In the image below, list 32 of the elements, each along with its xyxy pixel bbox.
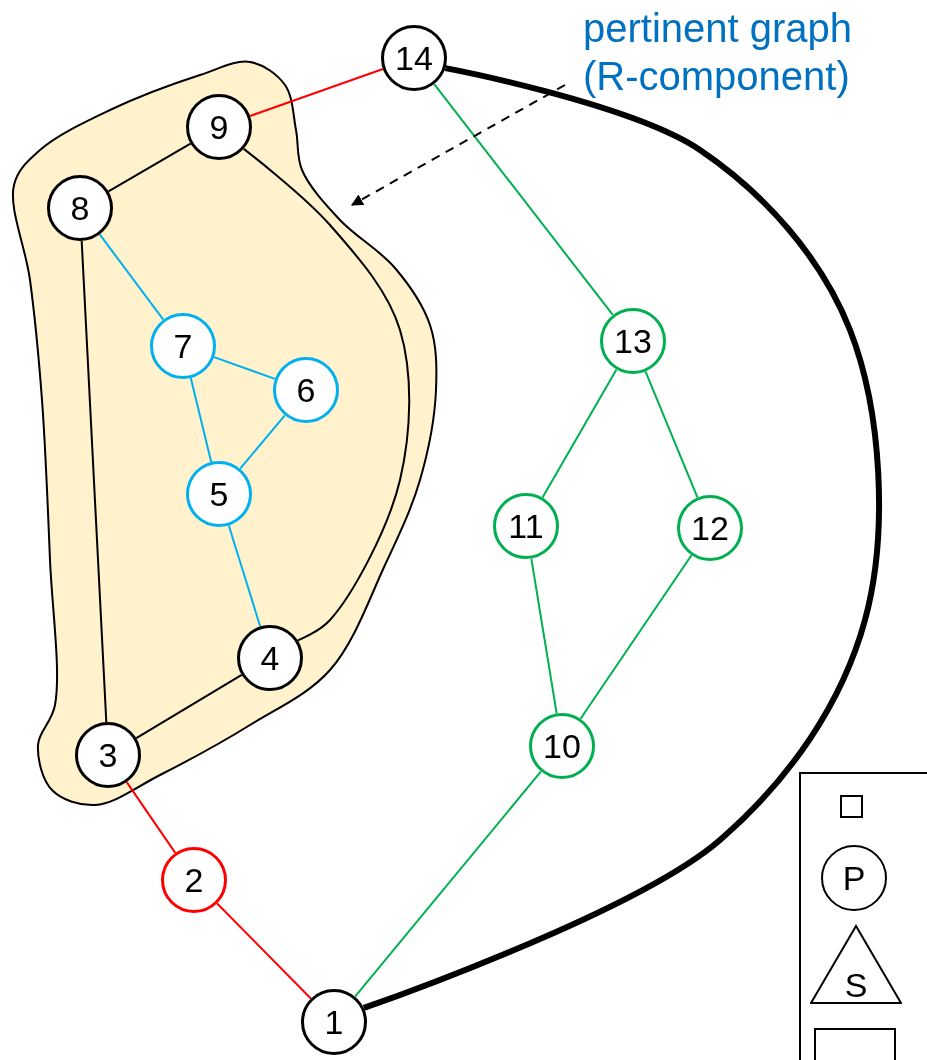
legend-panel <box>799 772 927 1060</box>
edge-line <box>125 781 177 854</box>
edge-line <box>242 147 411 642</box>
edge-line <box>213 356 276 380</box>
edge-line <box>239 414 286 470</box>
graph-node: 10 <box>529 713 595 779</box>
thick-edge <box>362 65 882 1011</box>
edge-line <box>433 83 614 316</box>
edge-line <box>249 68 384 117</box>
edge-line <box>227 524 262 628</box>
edge-line <box>135 673 243 740</box>
edge-line <box>579 554 693 720</box>
edge-line <box>107 142 192 193</box>
square-symbol <box>840 795 863 818</box>
graph-node: 1 <box>301 989 367 1055</box>
edge-line <box>80 239 108 724</box>
dashed-arrow <box>350 84 566 206</box>
edge-line <box>189 377 213 463</box>
edge-line <box>644 370 699 499</box>
graph-node: 13 <box>600 308 666 374</box>
graph-node: 11 <box>493 493 559 559</box>
graph-node: 2 <box>161 847 227 913</box>
annotation-text: pertinent graph (R-component) <box>583 4 908 120</box>
triangle-symbol: S <box>810 924 902 1004</box>
edge-line <box>354 770 542 998</box>
edge-line <box>541 368 618 499</box>
edge-line <box>216 902 312 1000</box>
graph-node: 12 <box>677 495 743 561</box>
edge-line <box>98 233 165 321</box>
circle-symbol: P <box>821 845 887 911</box>
edge-line <box>530 557 558 715</box>
graph-node: 14 <box>381 25 447 91</box>
